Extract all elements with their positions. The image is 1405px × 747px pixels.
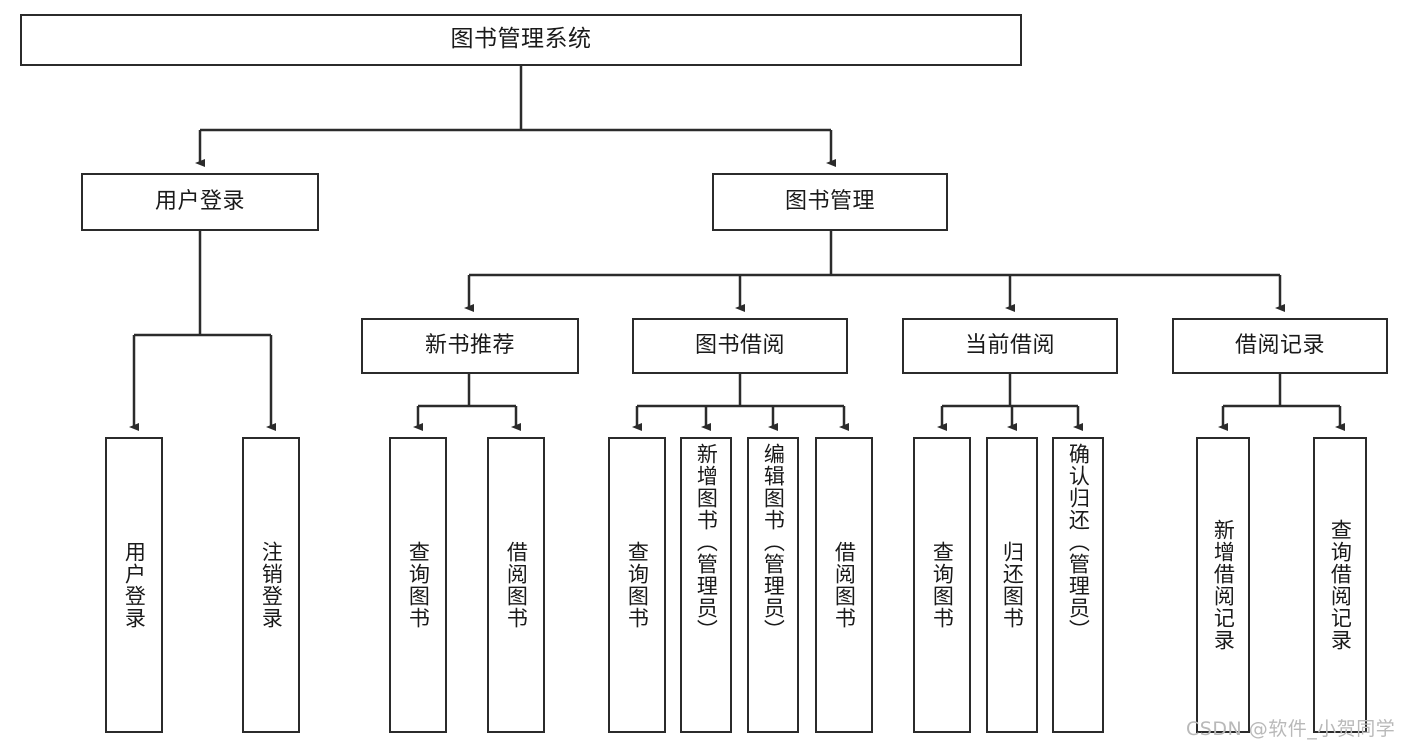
leaf-add-book-admin[interactable]: 新增图书（管理员） bbox=[680, 437, 732, 733]
leaf-borrow-book-1[interactable]: 借阅图书 bbox=[487, 437, 545, 733]
leaf-add-borrow-record-label: 新增借阅记录 bbox=[1211, 519, 1236, 651]
leaf-query-book-3[interactable]: 查询图书 bbox=[913, 437, 971, 733]
leaf-user-login[interactable]: 用户登录 bbox=[105, 437, 163, 733]
leaf-query-borrow-record-label: 查询借阅记录 bbox=[1328, 519, 1353, 651]
node-book-management-label: 图书管理 bbox=[784, 188, 875, 214]
node-borrow-record-label: 借阅记录 bbox=[1234, 332, 1325, 358]
leaf-return-book[interactable]: 归还图书 bbox=[986, 437, 1038, 733]
node-book-borrow-label: 图书借阅 bbox=[694, 332, 785, 358]
leaf-edit-book-admin-label: 编辑图书（管理员） bbox=[761, 443, 786, 641]
leaf-query-book-1[interactable]: 查询图书 bbox=[389, 437, 447, 733]
leaf-user-login-label: 用户登录 bbox=[122, 541, 147, 629]
leaf-edit-book-admin[interactable]: 编辑图书（管理员） bbox=[747, 437, 799, 733]
node-root[interactable]: 图书管理系统 bbox=[20, 14, 1022, 66]
node-user-login[interactable]: 用户登录 bbox=[81, 173, 319, 231]
leaf-user-logout[interactable]: 注销登录 bbox=[242, 437, 300, 733]
leaf-confirm-return-admin[interactable]: 确认归还（管理员） bbox=[1052, 437, 1104, 733]
leaf-query-book-2[interactable]: 查询图书 bbox=[608, 437, 666, 733]
leaf-borrow-book-1-label: 借阅图书 bbox=[504, 541, 529, 629]
watermark: CSDN @软件_小贺同学 bbox=[1186, 718, 1396, 740]
leaf-query-book-1-label: 查询图书 bbox=[406, 541, 431, 629]
leaf-add-borrow-record[interactable]: 新增借阅记录 bbox=[1196, 437, 1250, 733]
leaf-borrow-book-2[interactable]: 借阅图书 bbox=[815, 437, 873, 733]
leaf-borrow-book-2-label: 借阅图书 bbox=[832, 541, 857, 629]
node-new-book-recommend-label: 新书推荐 bbox=[424, 332, 515, 358]
node-book-borrow[interactable]: 图书借阅 bbox=[632, 318, 848, 374]
node-user-login-label: 用户登录 bbox=[154, 188, 245, 214]
node-current-borrow[interactable]: 当前借阅 bbox=[902, 318, 1118, 374]
leaf-query-book-3-label: 查询图书 bbox=[930, 541, 955, 629]
leaf-query-borrow-record[interactable]: 查询借阅记录 bbox=[1313, 437, 1367, 733]
leaf-return-book-label: 归还图书 bbox=[1000, 541, 1025, 629]
leaf-confirm-return-admin-label: 确认归还（管理员） bbox=[1066, 443, 1091, 641]
node-borrow-record[interactable]: 借阅记录 bbox=[1172, 318, 1388, 374]
leaf-query-book-2-label: 查询图书 bbox=[625, 541, 650, 629]
node-current-borrow-label: 当前借阅 bbox=[964, 332, 1055, 358]
node-root-label: 图书管理系统 bbox=[450, 26, 592, 53]
node-new-book-recommend[interactable]: 新书推荐 bbox=[361, 318, 579, 374]
node-book-management[interactable]: 图书管理 bbox=[712, 173, 948, 231]
leaf-user-logout-label: 注销登录 bbox=[259, 541, 284, 629]
leaf-add-book-admin-label: 新增图书（管理员） bbox=[694, 443, 719, 641]
